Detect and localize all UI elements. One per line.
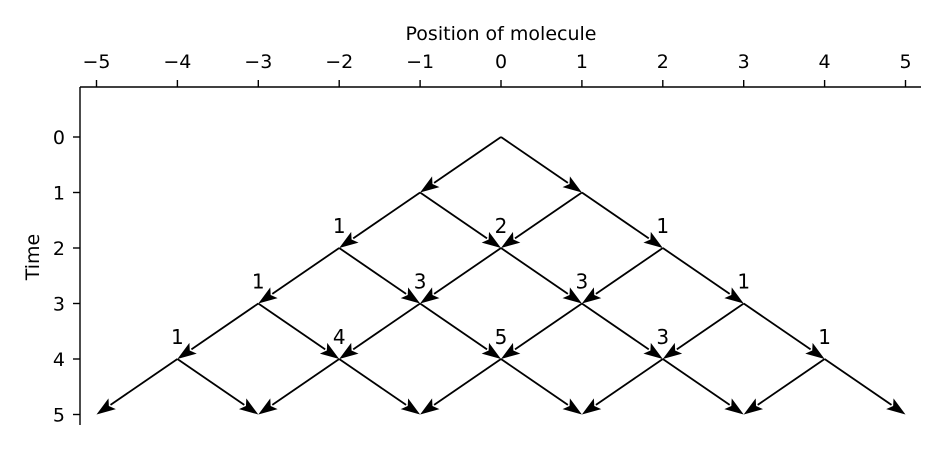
arrowhead [805,342,825,359]
path-count-label: 1 [333,214,346,238]
arrowhead [643,342,663,359]
arrowhead [400,287,421,304]
path-count-label: 1 [818,325,831,349]
arrowhead [238,398,259,415]
edge-line [757,358,826,406]
edge-line [433,247,502,295]
arrowhead [562,287,582,304]
edge-line [500,136,569,184]
edge-line [271,247,340,295]
path-count-label: 5 [495,325,508,349]
x-tick-label: 3 [738,51,750,73]
edge-line [433,136,502,184]
arrowhead [562,176,582,193]
arrowhead [643,231,663,248]
x-tick-label: 2 [657,51,669,73]
edge-line [662,247,731,295]
x-tick-label: −1 [406,51,434,73]
edge-line [110,358,178,406]
edge-line [352,191,421,240]
path-count-label: 1 [171,325,184,349]
x-tick-label: 1 [576,51,588,73]
arrowhead [581,398,602,415]
path-count-label: 3 [576,270,589,294]
edge-line [500,247,569,295]
arrowhead [339,231,359,248]
edge-line [676,302,745,351]
x-tick-label: −2 [325,51,353,73]
edge-line [514,191,583,240]
edge-line [352,302,421,351]
edge-line [176,358,245,406]
path-count-label: 3 [414,270,427,294]
x-tick-label: −3 [244,51,272,73]
arrowhead [743,398,764,415]
y-tick-label: 1 [53,183,65,205]
x-tick-label: −4 [163,51,191,73]
arrowhead [420,398,440,415]
path-count-label: 3 [656,325,669,349]
arrowhead [258,398,278,415]
edge-line [595,358,664,406]
arrowhead [400,398,421,415]
path-count-label: 1 [656,214,669,238]
edge-line [662,358,731,406]
edge-line [595,247,664,295]
path-count-label: 1 [252,270,265,294]
edge-line [419,191,488,240]
edge-line [257,302,326,351]
edges [96,136,906,415]
arrowhead [724,398,744,415]
arrowhead [420,176,440,193]
top-axis-label: Position of molecule [406,23,597,45]
edge-line [500,358,569,406]
x-tick-label: 5 [899,51,911,73]
arrowhead [319,342,340,359]
arrowhead [96,398,116,415]
arrowhead [886,398,906,415]
edge-line [743,302,812,351]
edge-line [338,358,407,406]
arrowhead [662,342,683,359]
y-tick-label: 4 [53,349,65,371]
arrowhead [339,342,359,359]
arrowhead [481,231,501,248]
edge-line [581,302,650,351]
y-tick-label: 0 [53,127,65,149]
arrowhead [481,342,501,359]
edge-line [581,191,650,240]
edge-line [190,302,259,351]
arrowhead [562,398,582,415]
path-count-labels: 1 2 1 1 3 3 1 1 4 5 3 1 [171,214,831,349]
y-tick-label: 3 [53,294,65,316]
left-axis-label: Time [22,234,44,282]
edge-line [338,247,407,295]
path-count-label: 4 [333,325,346,349]
y-tick-label: 2 [53,238,65,260]
edge-line [824,358,892,406]
arrowhead [501,342,521,359]
x-tick-label: 0 [495,51,507,73]
y-tick-label: 5 [53,405,65,427]
edge-line [514,302,583,351]
edge-line [419,302,488,351]
path-count-label: 2 [495,214,508,238]
arrowhead [501,231,521,248]
arrowhead [177,342,197,359]
x-tick-label: −5 [82,51,110,73]
arrowhead [420,287,440,304]
arrowhead [258,287,278,304]
arrowhead [581,287,602,304]
edge-line [271,358,340,406]
arrowhead [724,287,744,304]
edge-line [433,358,502,406]
x-tick-label: 4 [819,51,831,73]
path-count-label: 1 [737,270,750,294]
